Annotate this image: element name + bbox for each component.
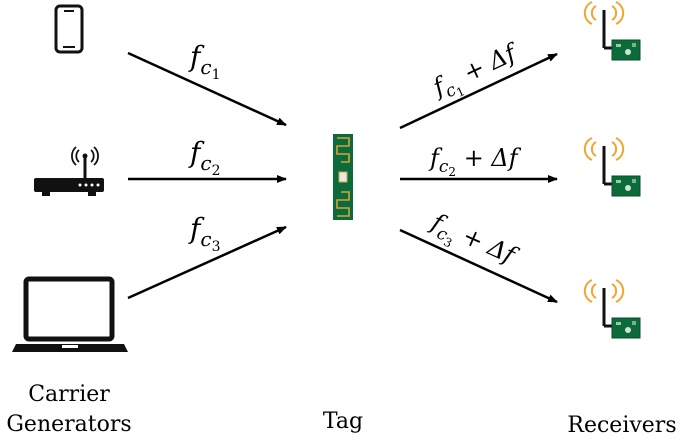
rfid-tag-icon <box>333 134 353 220</box>
receiver-board-icon <box>583 278 642 340</box>
incoming-arrow-3 <box>127 225 287 300</box>
outgoing-label-3: fc3 + Δf <box>423 207 523 277</box>
receiver-board-icon <box>583 136 642 198</box>
incoming-label-2: fc2 <box>188 136 221 179</box>
receiver-board-icon <box>583 0 642 62</box>
carrier-generators-label: Carrier Generators <box>6 382 132 437</box>
outgoing-arrow-3 <box>399 228 558 304</box>
outgoing-label-1: fc1 + Δf <box>427 37 527 108</box>
receivers-label: Receivers <box>567 413 677 438</box>
incoming-label-3: fc3 <box>188 212 221 255</box>
incoming-arrow-1 <box>127 51 287 127</box>
outgoing-arrow-1 <box>399 52 558 130</box>
laptop-icon <box>12 276 128 352</box>
wifi-router-icon <box>34 146 104 196</box>
smartphone-icon <box>54 4 84 54</box>
tag-label: Tag <box>322 409 364 434</box>
outgoing-label-2: fc2 + Δf <box>428 144 522 179</box>
incoming-label-1: fc1 <box>188 40 221 83</box>
